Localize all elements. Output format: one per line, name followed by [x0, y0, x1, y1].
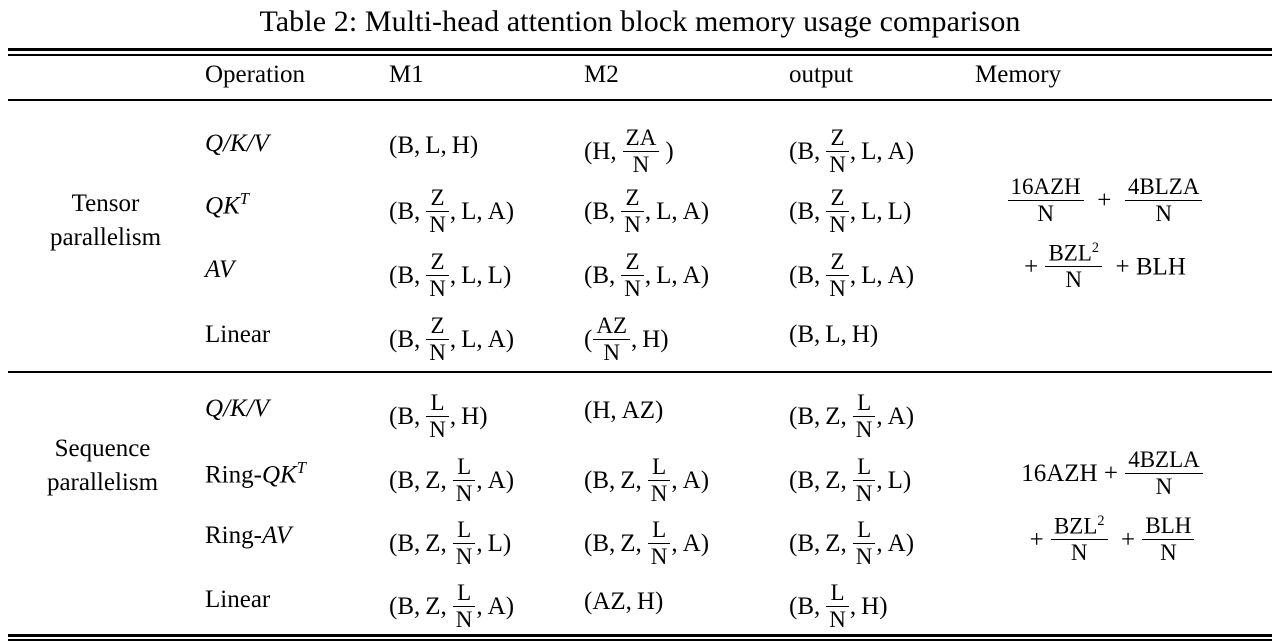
cell-m2: (H, AZ) [584, 397, 664, 424]
bottom-rule [8, 634, 1272, 637]
group-label-sequence-line1: Sequence [54, 435, 151, 462]
bottom-rule-second [8, 639, 1272, 641]
group-label-tensor: Tensor parallelism [18, 187, 193, 255]
mid-rule [8, 371, 1272, 373]
column-header-m1: M1 [389, 61, 424, 88]
column-header-output: output [789, 61, 853, 88]
group-label-tensor-line2: parallelism [49, 224, 162, 251]
group-label-tensor-line1: Tensor [71, 190, 140, 217]
cell-operation: Ring-AV [205, 522, 292, 549]
group-label-sequence: Sequence parallelism [10, 432, 195, 500]
cell-m1: (B, L, H) [389, 132, 479, 159]
column-header-memory: Memory [975, 61, 1062, 88]
cell-operation: AV [205, 256, 235, 283]
group-label-sequence-line2: parallelism [46, 469, 159, 496]
cell-operation: Q/K/V [205, 395, 269, 422]
ring-prefix: Ring- [205, 522, 262, 549]
top-rule [8, 48, 1272, 51]
cell-operation: Linear [205, 321, 271, 348]
header-rule [8, 99, 1272, 101]
cell-operation: Linear [205, 586, 271, 613]
ring-prefix: Ring- [205, 461, 262, 489]
cell-operation: Q/K/V [205, 130, 269, 157]
column-header-m2: M2 [584, 61, 619, 88]
cell-operation: Ring-QKT [205, 458, 306, 489]
table-caption: Table 2: Multi-head attention block memo… [259, 5, 1021, 38]
cell-output: (B, L, H) [789, 321, 879, 348]
column-header-operation: Operation [205, 61, 305, 88]
top-rule-second [8, 54, 1272, 56]
cell-operation: QKT [205, 189, 249, 220]
cell-m2: (AZ, H) [584, 588, 664, 615]
